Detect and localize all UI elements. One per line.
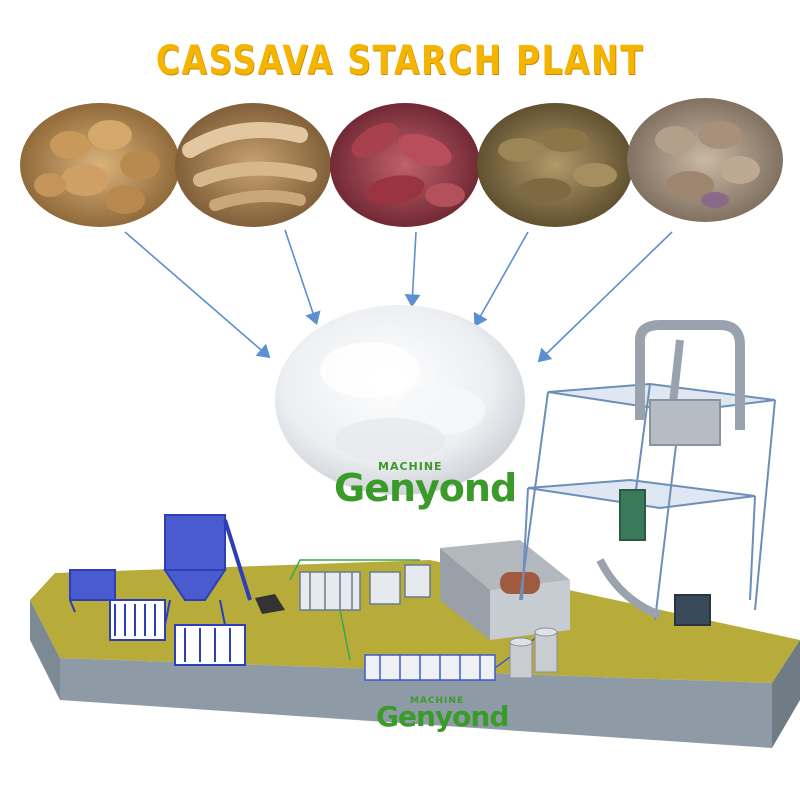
page-title: CASSAVA STARCH PLANT bbox=[155, 38, 645, 84]
storage-cylinders bbox=[509, 627, 558, 679]
brand-logo-bottom: MACHINE Genyond bbox=[372, 696, 512, 741]
arrow-from-potato bbox=[124, 231, 271, 359]
processing-line bbox=[289, 559, 561, 681]
sweet-potato-image bbox=[330, 103, 480, 227]
washing-machinery bbox=[69, 514, 252, 666]
starch-powder-image bbox=[275, 305, 525, 495]
logo-machine-text-bottom: MACHINE bbox=[410, 696, 465, 706]
cassava-image bbox=[175, 103, 331, 227]
potato-image bbox=[20, 103, 180, 227]
starch-tank bbox=[440, 540, 570, 640]
arrow-from-cassava bbox=[284, 229, 321, 326]
taro-image bbox=[627, 98, 783, 222]
logo-machine-text: MACHINE bbox=[378, 460, 443, 473]
flow-arrows bbox=[124, 229, 673, 363]
arrowroot-image bbox=[477, 103, 633, 227]
water-pit bbox=[255, 594, 285, 614]
arrow-from-arrowroot bbox=[473, 231, 529, 327]
logo-brand-text: Genyond bbox=[334, 466, 517, 510]
arrow-from-sweet-potato bbox=[404, 231, 421, 308]
brand-logo-center: MACHINE Genyond bbox=[330, 460, 517, 520]
logo-brand-text-bottom: Genyond bbox=[376, 700, 509, 733]
drying-tower bbox=[519, 320, 776, 626]
arrow-from-taro bbox=[537, 231, 673, 363]
